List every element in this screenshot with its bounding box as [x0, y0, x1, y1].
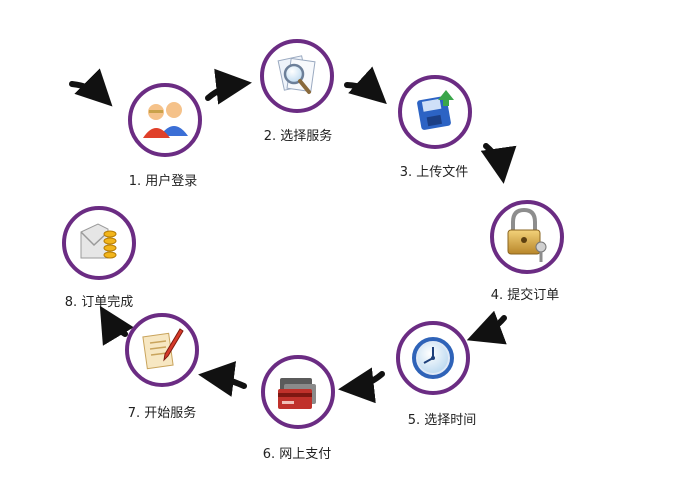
upload-disk-icon	[417, 90, 454, 130]
step-label-6: 6. 网上支付	[262, 447, 332, 462]
arrow-7-to-8	[99, 305, 134, 346]
credit-cards-icon	[278, 378, 316, 409]
envelope-coins-icon	[80, 223, 117, 259]
step-node-8	[62, 206, 136, 280]
step-node-6	[261, 355, 335, 429]
arrow-3-to-4	[480, 143, 517, 184]
document-pen-icon	[142, 328, 184, 370]
step-label-4: 4. 提交订单	[490, 288, 560, 303]
step-ring	[128, 83, 202, 157]
arrow-6-to-7	[198, 361, 247, 397]
step-node-5	[396, 321, 470, 395]
clock-icon	[412, 337, 454, 379]
step-node-7	[125, 313, 199, 387]
step-node-2	[260, 39, 334, 113]
step-node-3	[398, 75, 472, 149]
step-node-1	[128, 83, 202, 157]
arrow-start	[69, 68, 113, 107]
users-icon	[143, 102, 188, 138]
arrow-1-to-2	[205, 68, 252, 105]
padlock-key-icon	[507, 207, 547, 262]
step-label-3: 3. 上传文件	[399, 165, 469, 180]
step-label-2: 2. 选择服务	[263, 129, 333, 144]
step-label-1: 1. 用户登录	[128, 174, 198, 189]
step-label-8: 8. 订单完成	[64, 295, 134, 310]
step-label-7: 7. 开始服务	[127, 406, 197, 421]
arrow-2-to-3	[344, 66, 387, 105]
flow-arrows	[69, 66, 517, 404]
arrow-4-to-5	[466, 310, 507, 345]
arrow-5-to-6	[338, 367, 385, 404]
step-label-5: 5. 选择时间	[407, 413, 477, 428]
step-node-4	[490, 200, 564, 274]
search-documents-icon	[277, 55, 316, 94]
